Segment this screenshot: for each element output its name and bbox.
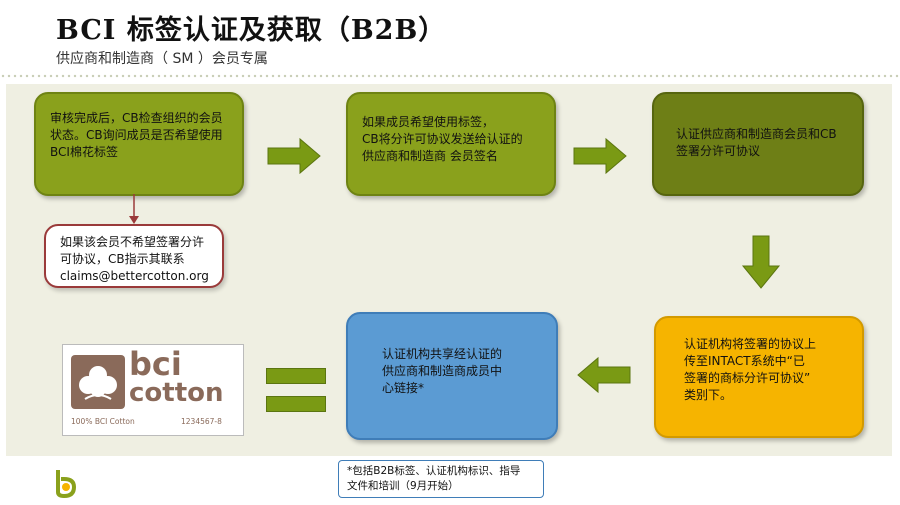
label-caption-left: 100% BCI Cotton [71, 417, 135, 426]
footnote-box: *包括B2B标签、认证机构标识、指导 文件和培训（9月开始） [338, 460, 544, 498]
step-3-line: 认证供应商和制造商会员和CB [676, 127, 837, 141]
step-2-line: 如果成员希望使用标签， [362, 115, 495, 129]
equals-bar-bottom [266, 396, 326, 412]
step-5-line: 心链接* [382, 381, 425, 395]
note-line: 可协议，CB指示其联系 [60, 252, 185, 266]
step-1-line: BCI棉花标签 [50, 145, 118, 159]
step-3-box: 认证供应商和制造商会员和CB 签署分许可协议 [652, 92, 864, 196]
bci-cotton-label: bci cotton 100% BCI Cotton 1234567-8 [62, 344, 244, 436]
step-2-line: 供应商和制造商 会员签名 [362, 149, 498, 163]
label-caption-right: 1234567-8 [181, 417, 222, 426]
note-line: claims@bettercotton.org [60, 269, 209, 283]
page-subtitle: 供应商和制造商（ SM ）会员专属 [56, 51, 268, 67]
step-2-box: 如果成员希望使用标签， CB将分许可协议发送给认证的 供应商和制造商 会员签名 [346, 92, 556, 196]
footnote-line: 文件和培训（9月开始） [347, 480, 459, 492]
better-cotton-logo-icon [56, 470, 77, 498]
note-box: 如果该会员不希望签署分许 可协议，CB指示其联系 claims@betterco… [44, 224, 224, 288]
footnote-line: *包括B2B标签、认证机构标识、指导 [347, 465, 521, 477]
equals-bar-top [266, 368, 326, 384]
step-4-line: 签署的商标分许可协议” [684, 371, 811, 385]
arrow-down-icon [741, 235, 781, 289]
step-1-line: 审核完成后，CB检查组织的会员 [50, 111, 223, 125]
cotton-flower-icon [71, 355, 125, 409]
step-1-box: 审核完成后，CB检查组织的会员 状态。CB询问成员是否希望使用 BCI棉花标签 [34, 92, 244, 196]
logo-text-bci: bci [129, 345, 182, 383]
step-2-line: CB将分许可协议发送给认证的 [362, 132, 523, 146]
step-3-line: 签署分许可协议 [676, 144, 761, 158]
step-4-box: 认证机构将签署的协议上 传至INTACT系统中“已 签署的商标分许可协议” 类别… [654, 316, 864, 438]
step-5-line: 供应商和制造商成员中 [382, 364, 503, 378]
logo-text-cotton: cotton [129, 378, 224, 408]
step-4-line: 传至INTACT系统中“已 [684, 354, 805, 368]
arrow-right-icon [267, 137, 321, 175]
note-line: 如果该会员不希望签署分许 [60, 235, 205, 249]
step-4-line: 认证机构将签署的协议上 [684, 337, 817, 351]
connector-line [129, 194, 139, 224]
step-5-box: 认证机构共享经认证的 供应商和制造商成员中 心链接* [346, 312, 558, 440]
arrow-right-icon [573, 137, 627, 175]
arrow-left-icon [577, 356, 631, 394]
step-1-line: 状态。CB询问成员是否希望使用 [50, 128, 223, 142]
page-title: BCI 标签认证及获取（B2B） [56, 15, 447, 46]
step-4-line: 类别下。 [684, 388, 733, 402]
step-5-line: 认证机构共享经认证的 [382, 347, 503, 361]
dotted-divider [0, 74, 900, 78]
